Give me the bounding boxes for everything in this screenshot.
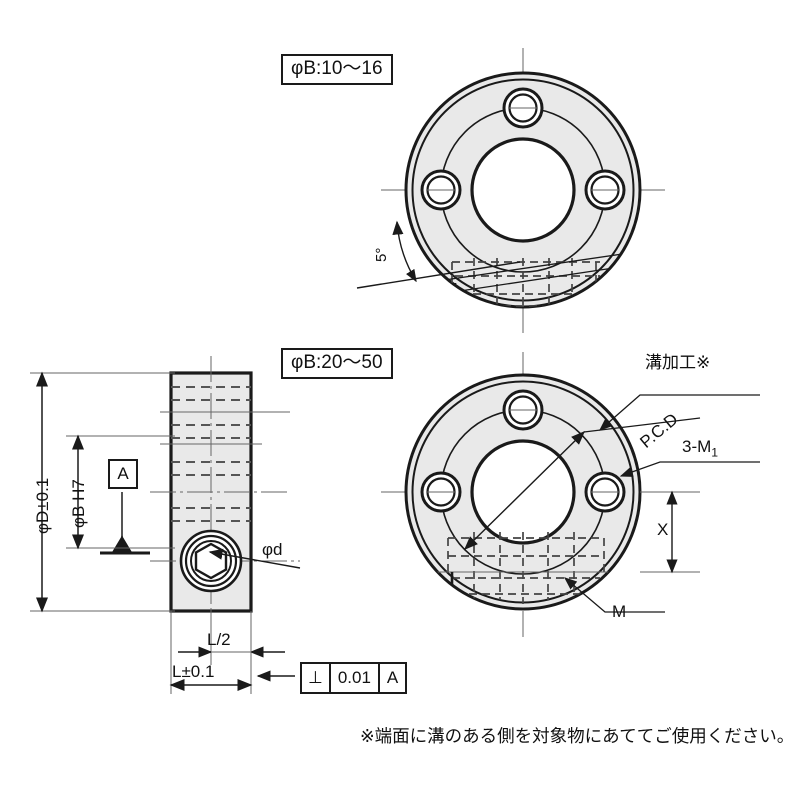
- half-length-dimension: [178, 611, 285, 665]
- pcd-dimension-line: [464, 431, 585, 550]
- bore-diameter-dimension: [66, 434, 175, 550]
- top-angle-dimension: [356, 220, 521, 289]
- groove-machining-label: 溝加工※: [645, 353, 711, 373]
- length-dimension: [169, 611, 253, 694]
- screw-diameter-label: φd: [262, 540, 283, 559]
- datum-a-symbol: [100, 492, 150, 555]
- bottom-face-view: [381, 352, 760, 638]
- groove-machining-leader: [599, 394, 760, 431]
- tolerance-value: 0.01: [331, 664, 380, 692]
- perpendicularity-symbol: ⊥: [302, 664, 331, 692]
- tapped-holes-text: 3-M: [682, 437, 712, 456]
- tapped-holes-subscript: 1: [711, 445, 719, 460]
- length-label: L±0.1: [172, 662, 215, 681]
- half-length-label: L/2: [207, 630, 231, 649]
- top-view-label: φB:10～16: [281, 54, 393, 85]
- screw-diameter-leader: [208, 548, 301, 569]
- datum-a-box: A: [108, 459, 138, 489]
- angle-label: 5°: [373, 247, 390, 262]
- bottom-view-label: φB:20～50: [281, 348, 393, 379]
- side-hidden-lines: [171, 386, 251, 522]
- side-view: [30, 356, 301, 694]
- top-bolt-hole-centermarks: [427, 107, 619, 191]
- tolerance-frame: ⊥ 0.01 A: [300, 662, 408, 694]
- tolerance-datum: A: [386, 668, 399, 687]
- outer-diameter-dimension: [30, 371, 175, 613]
- top-face-view: [356, 48, 665, 333]
- tapped-holes-label: 3-M1: [682, 438, 718, 459]
- groove-width-label: M: [612, 602, 627, 621]
- side-hex-socket-screw: [179, 529, 243, 593]
- footnote-text: ※端面に溝のある側を対象物にあててご使用ください。: [360, 727, 795, 747]
- groove-depth-label: X: [657, 520, 669, 539]
- top-bore-circle: [470, 137, 576, 243]
- side-bore-edge-marks: [160, 411, 290, 445]
- groove-width-leader: [564, 577, 665, 613]
- outer-diameter-label: φD±0.1: [33, 477, 52, 534]
- bore-diameter-label: φB H7: [69, 479, 88, 528]
- x-dimension: [640, 490, 700, 574]
- tapped-holes-leader: [619, 461, 760, 477]
- bottom-bolt-hole-centermarks: [427, 409, 619, 493]
